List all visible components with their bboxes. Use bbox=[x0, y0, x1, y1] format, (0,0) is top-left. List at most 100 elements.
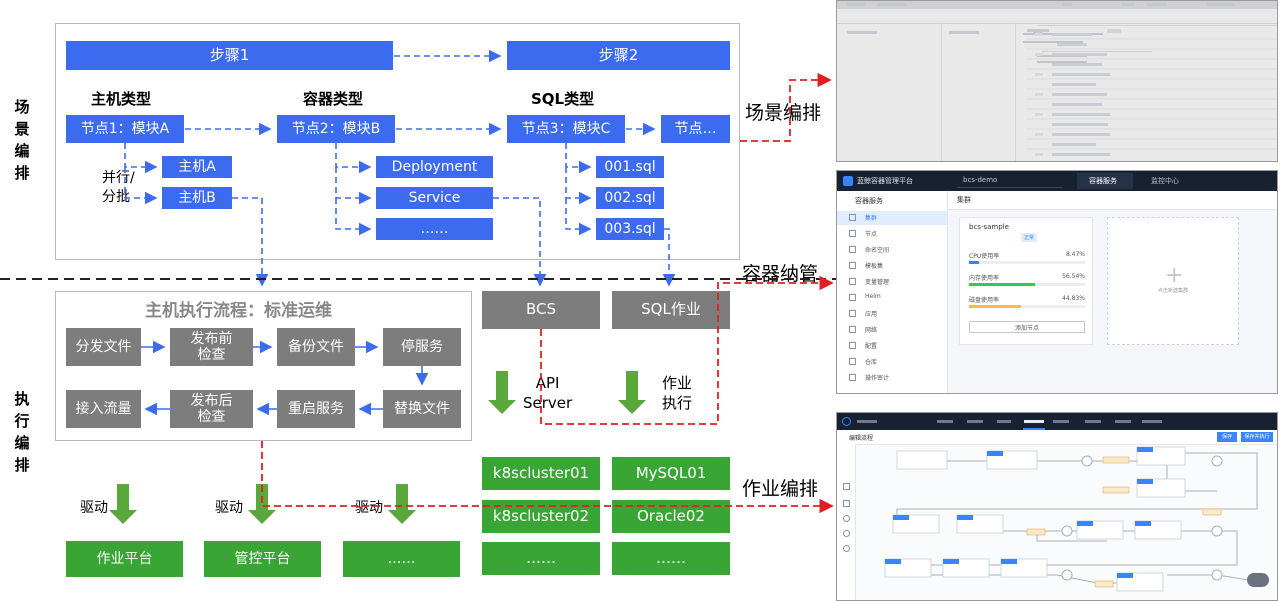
flow-step-distribute: 分发文件 bbox=[66, 328, 141, 366]
flow-step-restart: 重启服务 bbox=[277, 390, 355, 428]
job-title: 编辑流程 bbox=[849, 435, 874, 442]
bcs-screenshot: 蓝鲸容器管理平台 bcs-demo 容器服务 监控中心 容器服务 集群节点命名空… bbox=[836, 170, 1278, 394]
bcs-add-node-label: 添加节点 bbox=[1014, 325, 1039, 332]
exec-side-label: 执行编排 bbox=[14, 390, 30, 474]
menu-item-icon bbox=[849, 246, 856, 253]
metric-label: 内存使用率 bbox=[969, 275, 1000, 282]
flow-step-postcheck: 发布后 检查 bbox=[170, 390, 253, 428]
parallel-label-2: 分批 bbox=[102, 189, 130, 205]
job-exec-label: 作业 执行 bbox=[662, 374, 693, 412]
node1-box: 节点1：模块A bbox=[66, 115, 184, 143]
menu-item-icon bbox=[849, 358, 856, 365]
metric-label: 磁盘使用率 bbox=[969, 297, 1000, 304]
mysql01-box: MySQL01 bbox=[612, 457, 730, 490]
bcs-logo-icon bbox=[843, 176, 853, 186]
metric-label: CPU使用率 bbox=[969, 253, 1000, 260]
db-more-box: …… bbox=[612, 542, 730, 575]
menu-item-icon bbox=[849, 294, 856, 301]
menu-item-icon bbox=[849, 374, 856, 381]
callout-scene: 场景编排 bbox=[745, 102, 822, 124]
bcs-nav-active-label: 容器服务 bbox=[1089, 177, 1117, 185]
job-save-button[interactable]: 保存 bbox=[1217, 432, 1237, 442]
scene-side-label: 场景编排 bbox=[14, 98, 30, 182]
bcs-side-item[interactable]: 集群 bbox=[837, 211, 947, 225]
bcs-side-item-label: 命名空间 bbox=[865, 247, 890, 254]
bcs-side-item[interactable]: 变量管理 bbox=[837, 275, 947, 289]
bcs-side-item[interactable]: 操作审计 bbox=[837, 371, 947, 385]
menu-item-icon bbox=[849, 310, 856, 317]
bcs-side-item[interactable]: 模板集 bbox=[837, 259, 947, 273]
step1-box: 步骤1 bbox=[66, 41, 393, 70]
bcs-side-item-label: 配置 bbox=[865, 343, 878, 350]
container-type-label: 容器类型 bbox=[303, 90, 364, 108]
menu-item-icon bbox=[849, 342, 856, 349]
node2-box: 节点2：模块B bbox=[277, 115, 395, 143]
sql-job-box: SQL作业 bbox=[612, 291, 730, 329]
bcs-side-item-label: 集群 bbox=[865, 215, 878, 222]
bcs-side-item-label: 应用 bbox=[865, 311, 878, 318]
menu-item-icon bbox=[849, 326, 856, 333]
bcs-side-item-label: Helm bbox=[865, 293, 881, 300]
metric-bar-fill bbox=[969, 261, 979, 264]
bcs-add-cluster-label: 点击新建集群 bbox=[1157, 288, 1188, 294]
bcs-side-item[interactable]: 仓库 bbox=[837, 355, 947, 369]
metric-bar-track bbox=[969, 283, 1085, 286]
job-tool-icon-2[interactable] bbox=[843, 500, 850, 507]
bcs-side-item-label: 操作审计 bbox=[865, 375, 890, 382]
bcs-side-item[interactable]: 配置 bbox=[837, 339, 947, 353]
flow-step-traffic: 接入流量 bbox=[66, 390, 141, 428]
metric-value: 56.54% bbox=[1062, 273, 1085, 280]
metric-value: 8.47% bbox=[1065, 251, 1085, 258]
k8scluster02-box: k8scluster02 bbox=[482, 500, 600, 533]
menu-item-icon bbox=[849, 262, 856, 269]
plus-icon: + bbox=[1165, 263, 1184, 288]
cluster-more-box: …… bbox=[482, 542, 600, 575]
job-tool-icon-4[interactable] bbox=[843, 530, 850, 537]
sql-type-label: SQL类型 bbox=[531, 90, 595, 108]
bcs-project-name: bcs-demo bbox=[963, 176, 998, 184]
bcs-project-select[interactable] bbox=[957, 175, 1063, 188]
metric-bar-fill bbox=[969, 305, 1021, 308]
flow-step-backup: 备份文件 bbox=[277, 328, 355, 366]
bcs-side-item-label: 变量管理 bbox=[865, 279, 890, 286]
host-b-box: 主机B bbox=[162, 187, 232, 209]
bcs-add-cluster-card[interactable] bbox=[1107, 217, 1239, 345]
k8scluster01-box: k8scluster01 bbox=[482, 457, 600, 490]
menu-item-icon bbox=[849, 214, 856, 221]
job-tool-icon-3[interactable] bbox=[843, 515, 850, 522]
bcs-side-item[interactable]: 节点 bbox=[837, 227, 947, 241]
bcs-cluster-badge: 正常 bbox=[1021, 233, 1038, 242]
parallel-label-1: 并行/ bbox=[102, 170, 135, 186]
bcs-side-active-bg bbox=[837, 211, 947, 225]
job-platform-box: 作业平台 bbox=[66, 541, 183, 577]
flow-step-precheck: 发布前 检查 bbox=[170, 328, 253, 366]
bcs-side-item[interactable]: 命名空间 bbox=[837, 243, 947, 257]
metric-bar-track bbox=[969, 261, 1085, 264]
job-tool-icon-1[interactable] bbox=[843, 483, 850, 490]
job-tool-panel bbox=[837, 444, 856, 600]
metric-bar-fill bbox=[969, 283, 1035, 286]
bcs-nav-active-tab[interactable] bbox=[1077, 173, 1133, 189]
bcs-side-item[interactable]: 网络 bbox=[837, 323, 947, 337]
job-flow-canvas bbox=[884, 446, 1269, 592]
job-logo-icon bbox=[842, 417, 851, 426]
menu-item-icon bbox=[849, 278, 856, 285]
flow-title: 主机执行流程：标准运维 bbox=[145, 301, 332, 321]
bcs-nav-other[interactable]: 监控中心 bbox=[1151, 177, 1179, 185]
bcs-side-title: 容器服务 bbox=[855, 197, 883, 205]
bcs-add-node-button[interactable] bbox=[969, 321, 1085, 333]
job-tool-icon-5[interactable] bbox=[843, 545, 850, 552]
bcs-side-item[interactable]: 应用 bbox=[837, 307, 947, 321]
drive-label-2: 驱动 bbox=[215, 500, 243, 516]
bcs-side-item[interactable]: Helm bbox=[837, 291, 947, 305]
bcs-side-item-label: 模板集 bbox=[865, 263, 884, 270]
step2-box: 步骤2 bbox=[507, 41, 730, 70]
bcs-side-item-label: 仓库 bbox=[865, 359, 878, 366]
drive-label-1: 驱动 bbox=[80, 500, 108, 516]
service-box: Service bbox=[376, 187, 493, 209]
sql-file-1-box: 001.sql bbox=[596, 156, 664, 178]
flow-step-stop: 停服务 bbox=[383, 328, 461, 366]
job-save-run-button[interactable]: 保存并执行 bbox=[1241, 432, 1273, 442]
node4-box: 节点… bbox=[661, 115, 730, 143]
